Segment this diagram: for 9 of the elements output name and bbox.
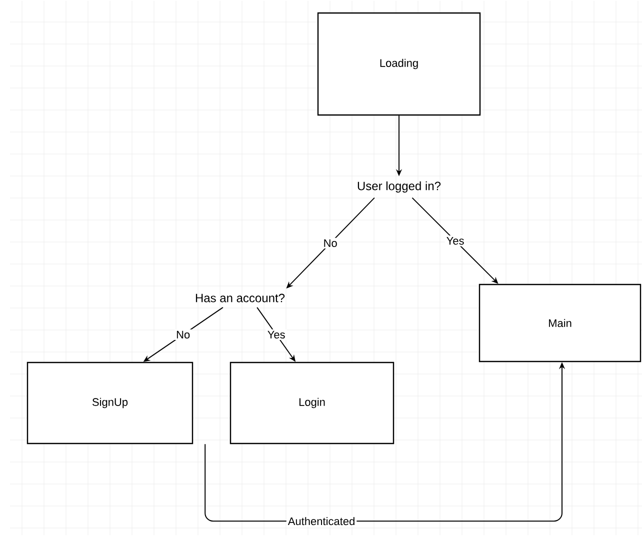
process-box: SignUp	[26, 362, 194, 444]
decision-text: User logged in?	[358, 181, 441, 193]
process-box: Loading	[317, 12, 481, 116]
process-box: Main	[478, 284, 642, 362]
decision-text: Has an account?	[196, 294, 285, 302]
edge-label: Yes	[444, 236, 466, 246]
edge-label: No	[174, 329, 192, 340]
process-box: Login	[230, 362, 394, 444]
edge-label: Authenticated	[286, 516, 357, 527]
